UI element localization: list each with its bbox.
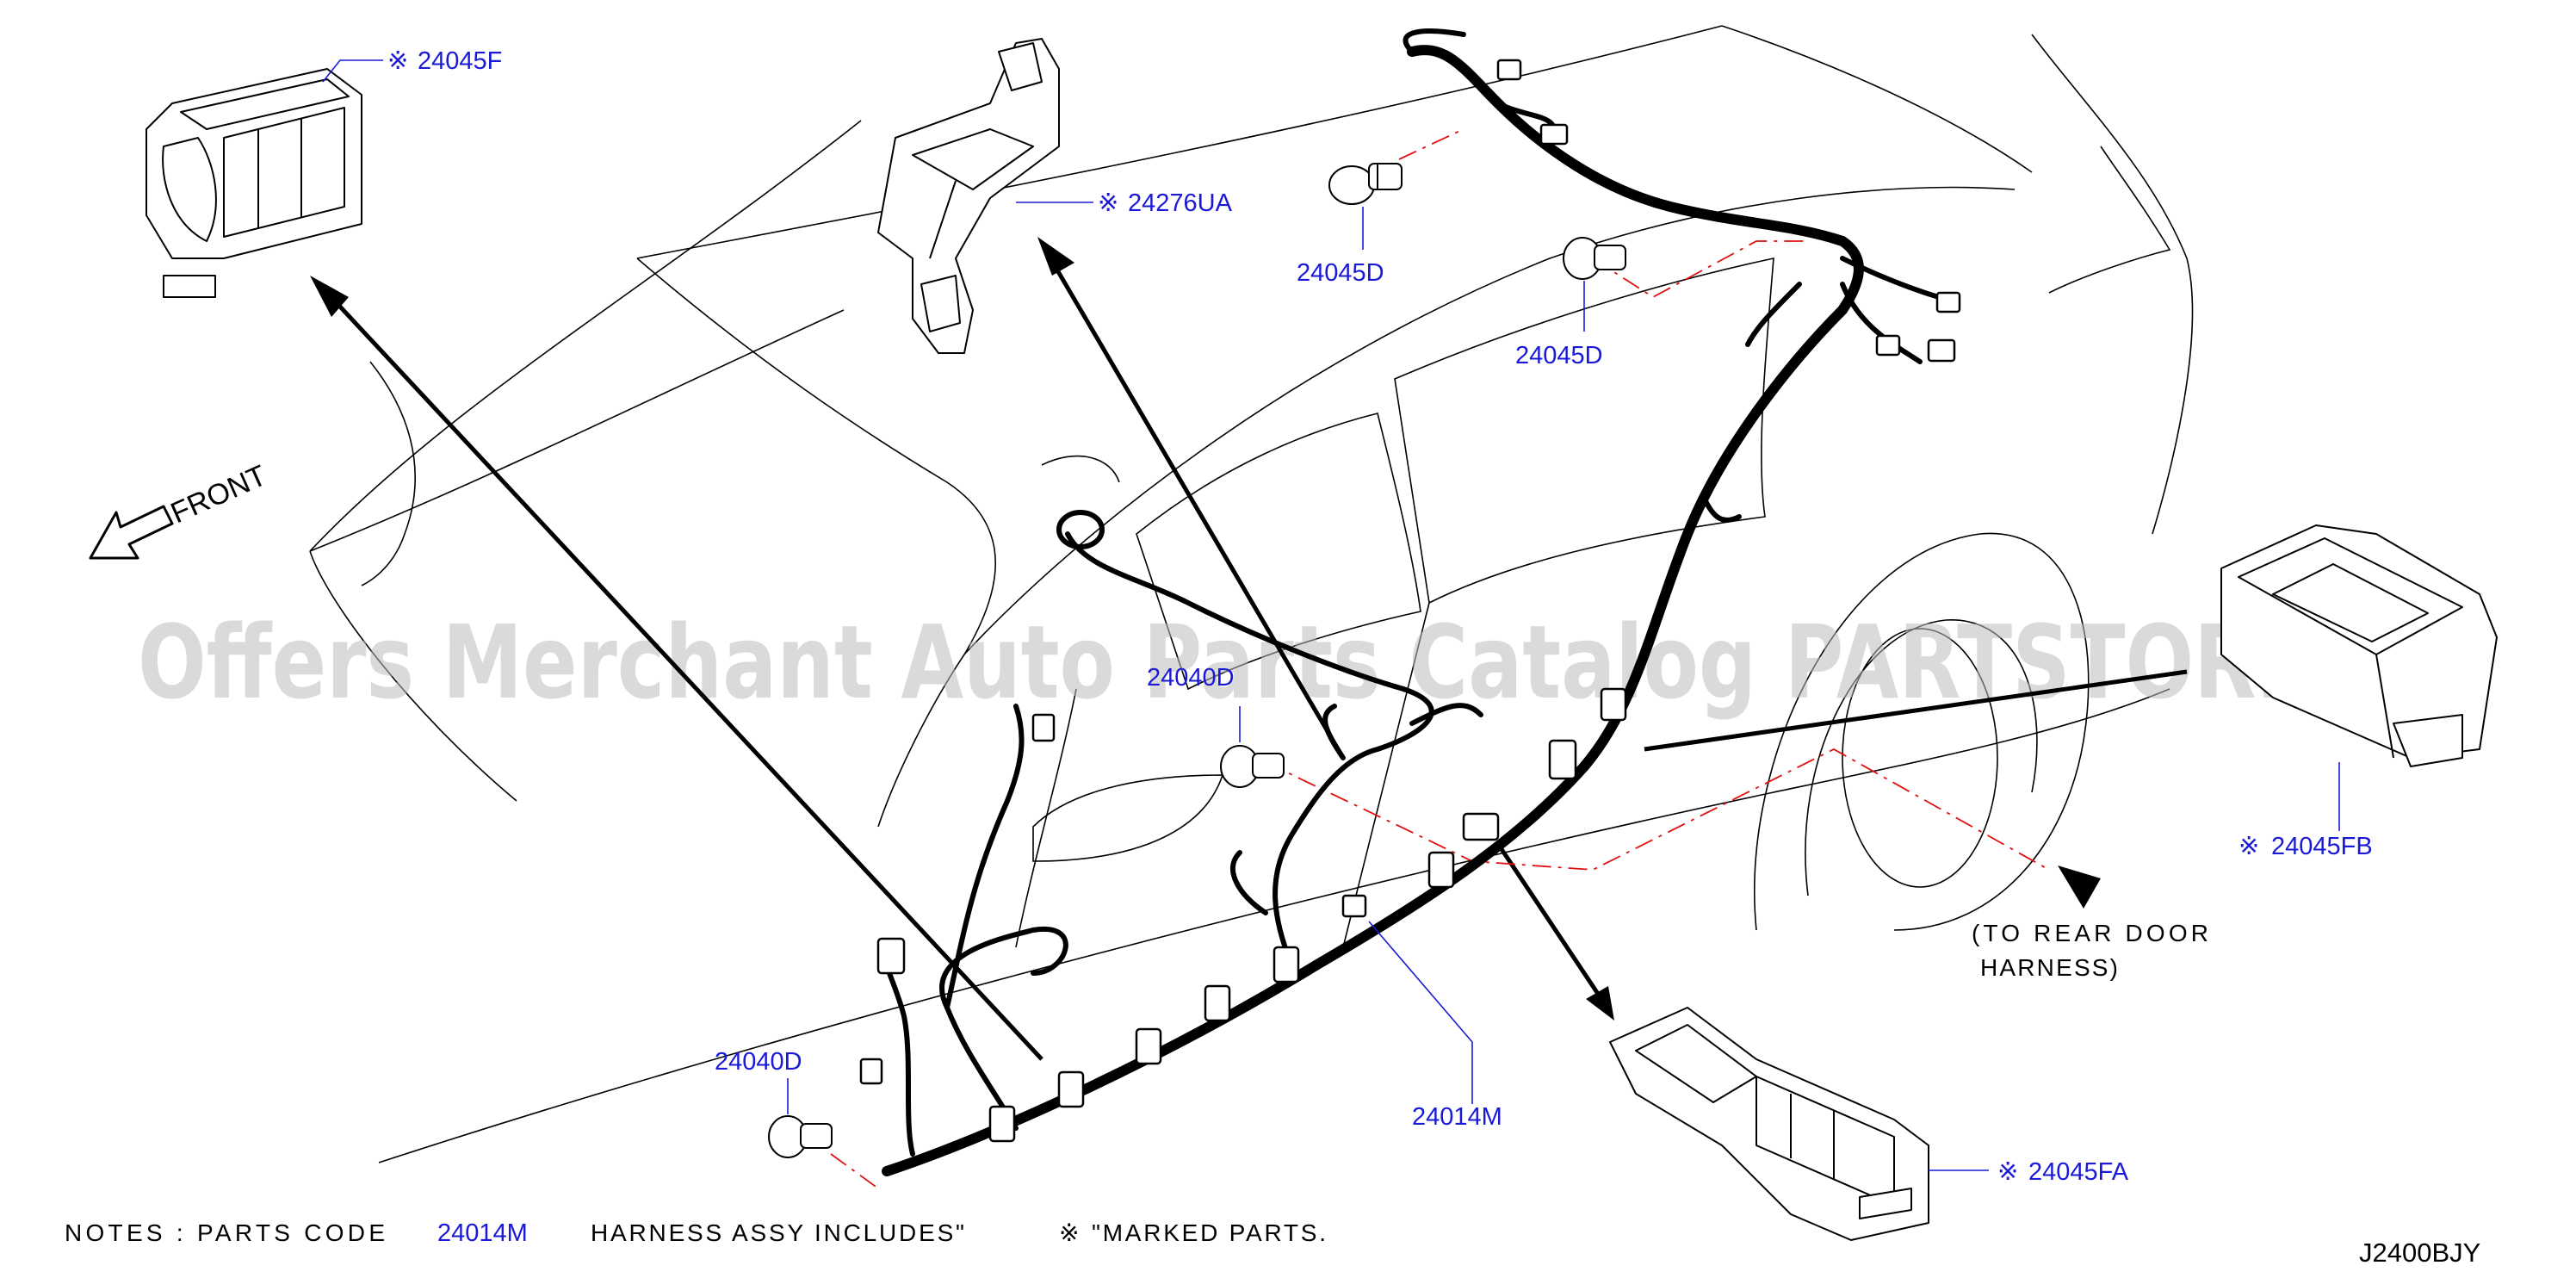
watermark-text: Offers Merchant Auto Parts Catalog PARTS… [138, 603, 2462, 722]
rear-door-note-line2: HARNESS) [1980, 954, 2118, 981]
marked-symbol-icon: ※ [1098, 189, 1118, 217]
bolt-center-icon [1220, 745, 1285, 788]
bracket-24276ua-illustration [877, 38, 1060, 354]
callout-clip-top-left: ※ 24045F [387, 47, 502, 75]
marked-symbol-icon: ※ [1997, 1158, 2018, 1186]
bolt-mid-icon [1563, 237, 1626, 280]
notes-part-code[interactable]: 24014M [437, 1219, 528, 1247]
callout-clip-bottom-right: ※ 24045FA [1997, 1158, 2129, 1186]
bolt-bottom-icon [768, 1115, 833, 1158]
notes-suffix: "MARKED PARTS. [1092, 1219, 1326, 1246]
leader-lines [322, 59, 2340, 1171]
part-number-24045d-mid[interactable]: 24045D [1515, 342, 1603, 369]
part-number-24045d-top[interactable]: 24045D [1297, 259, 1384, 287]
part-number-24045fa[interactable]: 24045FA [2028, 1158, 2129, 1186]
marked-symbol-icon: ※ [1059, 1219, 1079, 1246]
marked-symbol-icon: ※ [387, 47, 408, 75]
part-number-24045f[interactable]: 24045F [418, 47, 502, 75]
clip-24045fa-illustration [1609, 1007, 1929, 1241]
part-number-24276ua[interactable]: 24276UA [1128, 189, 1233, 217]
front-arrow-icon [89, 505, 174, 560]
rear-door-note-line1: (TO REAR DOOR [1972, 920, 2208, 946]
part-number-24014m[interactable]: 24014M [1412, 1103, 1502, 1131]
pointer-arrows [310, 237, 2188, 1061]
callout-clip-right: ※ 24045FB [2239, 833, 2373, 860]
notes-prefix: NOTES : PARTS CODE [65, 1219, 385, 1246]
notes-footer: NOTES : PARTS CODE 24014M HARNESS ASSY I… [65, 1219, 1326, 1247]
part-number-24040d-center[interactable]: 24040D [1147, 664, 1235, 692]
part-number-24045fb[interactable]: 24045FB [2271, 833, 2373, 860]
marked-symbol-icon: ※ [2239, 833, 2259, 860]
wiring-harness [859, 28, 1961, 1176]
bolt-top-icon [1328, 163, 1403, 205]
front-label: FRONT [166, 459, 271, 530]
clip-24045fb-illustration [2220, 524, 2498, 767]
red-dashed-lines [830, 128, 2101, 1189]
part-number-24040d-bottom[interactable]: 24040D [715, 1048, 802, 1076]
front-direction-indicator: FRONT [89, 459, 271, 560]
clip-24045f-illustration [146, 68, 362, 298]
rear-door-arrow-icon [2058, 865, 2101, 909]
notes-middle: HARNESS ASSY INCLUDES" [591, 1219, 964, 1246]
callout-clip-top-center: ※ 24276UA [1098, 189, 1233, 217]
car-body-outline [309, 25, 2194, 1163]
rear-door-harness-note: (TO REAR DOOR HARNESS) [1972, 920, 2208, 981]
diagram-id: J2400BJY [2359, 1238, 2480, 1268]
